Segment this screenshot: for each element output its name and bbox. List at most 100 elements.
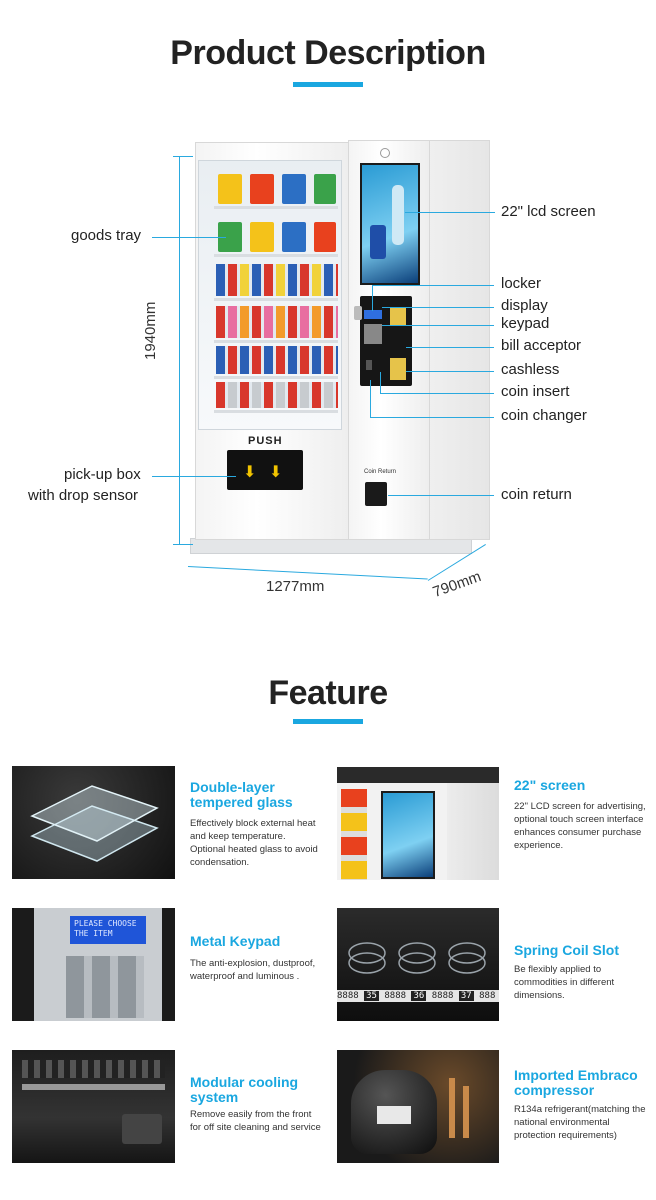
callout-keypad: keypad <box>501 315 550 332</box>
keypad-lcd-line: PLEASE CHOOSE <box>74 919 137 928</box>
callout-pickup-box: pick-up box <box>64 466 141 483</box>
cashless-reader[interactable] <box>390 358 406 380</box>
bill-acceptor[interactable] <box>390 308 406 326</box>
product-bottles <box>216 306 338 338</box>
feature-title-glass-2: tempered glass <box>190 794 293 810</box>
callout-coin-insert: coin insert <box>501 383 570 400</box>
width-dimension: 1277mm <box>266 578 325 595</box>
product-chips <box>250 174 274 204</box>
thumb-spring-coil: 8888 35 8888 36 8888 37 888 <box>337 908 499 1021</box>
feature-text: Be flexibly applied to <box>514 964 602 975</box>
height-dimension-line <box>179 156 180 544</box>
product-bottles <box>216 264 338 296</box>
keypad-buttons[interactable] <box>66 956 144 1018</box>
machine-base <box>190 538 472 554</box>
callout-line <box>405 212 495 213</box>
feature-text: commodities in different <box>514 977 615 988</box>
callout-line <box>406 347 494 348</box>
thumb-tempered-glass <box>12 766 175 879</box>
shelf <box>214 206 338 209</box>
spring-coil-icon <box>348 942 486 974</box>
feature-text: 22" LCD screen for advertising, <box>514 801 646 812</box>
feature-text: condensation. <box>190 857 250 868</box>
feature-text: enhances consumer purchase <box>514 827 642 838</box>
keypad-lcd-line: THE ITEM <box>74 929 113 938</box>
slot-number: 35 <box>364 991 379 1001</box>
height-dimension: 1940mm <box>142 301 159 360</box>
callout-bill-acceptor: bill acceptor <box>501 337 582 354</box>
feature-text: for off site cleaning and service <box>190 1122 321 1133</box>
callout-line <box>152 476 236 477</box>
thumb-modular-cooling <box>12 1050 175 1163</box>
vending-machine-diagram: PUSH ⬇ ⬇ Coin Return 1940mm 1277mm 790mm… <box>28 140 596 601</box>
feature-text: experience. <box>514 840 564 851</box>
feature-title-compressor-1: Imported Embraco <box>514 1067 638 1083</box>
feature-text: optional touch screen interface <box>514 814 644 825</box>
callout-line <box>152 237 226 238</box>
lcd-screen-thumb <box>381 791 435 879</box>
feature-text: Optional heated glass to avoid <box>190 844 318 855</box>
callout-line <box>380 393 494 394</box>
callout-lcd-screen: 22" lcd screen <box>501 203 596 220</box>
product-cans <box>216 346 338 374</box>
coin-return-small-label: Coin Return <box>364 469 397 475</box>
callout-line <box>380 372 381 393</box>
callout-coin-changer: coin changer <box>501 407 587 424</box>
cooling-rail <box>22 1084 165 1090</box>
slot-number: 37 <box>458 991 474 1001</box>
feature-text: dimensions. <box>514 990 565 1001</box>
feature-title-compressor-2: compressor <box>514 1082 595 1098</box>
lcd-screen <box>360 163 420 285</box>
camera-icon <box>380 148 390 158</box>
feature-title-cooling-2: system <box>190 1089 239 1105</box>
product-chips <box>218 174 242 204</box>
feature-text: Effectively block external heat <box>190 818 316 829</box>
feature-text: Remove easily from the front <box>190 1109 312 1120</box>
page-title: Product Description <box>170 34 486 72</box>
can-graphic <box>370 225 386 259</box>
feature-title-glass-1: Double-layer <box>190 779 275 795</box>
slot-number: 8888 <box>431 991 454 1001</box>
product-cans <box>216 382 338 408</box>
feature-title: Feature <box>268 674 388 712</box>
callout-goods-tray: goods tray <box>71 227 142 244</box>
coin-return-slot[interactable] <box>365 482 387 506</box>
shelf <box>214 410 338 413</box>
callout-line <box>382 325 494 326</box>
product-chips <box>282 174 306 204</box>
feature-text: waterproof and luminous . <box>190 971 300 982</box>
cooling-unit <box>122 1114 162 1144</box>
shelf <box>214 340 338 343</box>
title-underline <box>293 82 363 87</box>
feature-text: R134a refrigerant(matching the <box>514 1104 646 1115</box>
product-chips <box>314 222 336 252</box>
dimension-tick <box>173 156 193 157</box>
locker[interactable] <box>354 306 362 320</box>
payment-panel <box>360 296 412 386</box>
slot-number: 36 <box>411 991 427 1001</box>
dimension-tick <box>173 544 193 545</box>
shelf <box>214 254 338 257</box>
feature-text: The anti-explosion, dustproof, <box>190 958 316 969</box>
shelf <box>214 376 338 379</box>
pickup-box[interactable]: ⬇ ⬇ <box>227 450 303 490</box>
copper-pipe <box>463 1086 469 1138</box>
callout-coin-return: coin return <box>501 486 572 503</box>
machine-side <box>447 783 499 880</box>
slot-number: 8888 <box>337 991 359 1001</box>
product-chips <box>282 222 306 252</box>
feature-title-cooling-1: Modular cooling <box>190 1074 299 1090</box>
callout-drop-sensor: with drop sensor <box>28 487 139 504</box>
slot-number: 8888 <box>384 991 407 1001</box>
bottle-graphic <box>392 185 404 245</box>
keypad[interactable] <box>364 324 382 344</box>
copper-pipe <box>449 1078 455 1138</box>
slot-number-strip: 8888 35 8888 36 8888 37 888 <box>337 990 499 1002</box>
machine-side-panel <box>425 140 490 540</box>
thumb-22-screen <box>337 767 499 880</box>
coin-insert-slot[interactable] <box>366 360 372 370</box>
callout-line <box>370 380 371 417</box>
push-label: PUSH <box>248 435 283 447</box>
product-chips <box>314 174 336 204</box>
feature-title-spring-coil: Spring Coil Slot <box>514 942 619 958</box>
